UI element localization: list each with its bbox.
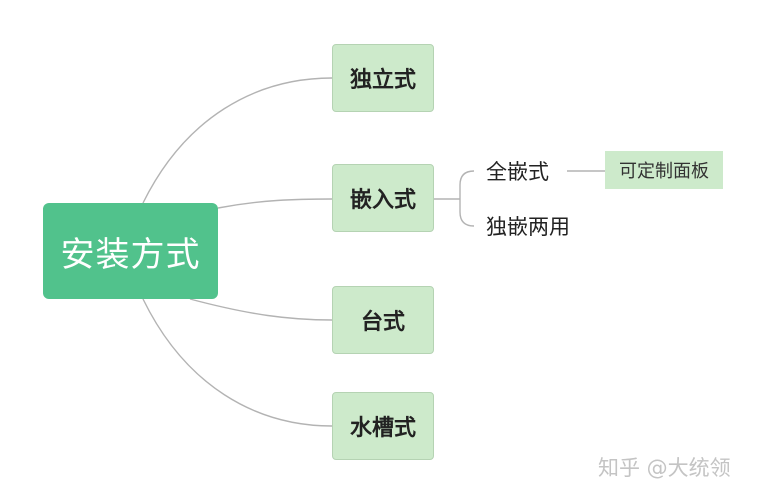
leaf-node-label: 可定制面板 bbox=[619, 161, 709, 182]
sub-node-label: 全嵌式 bbox=[486, 160, 549, 184]
branch-node-embedded: 嵌入式 bbox=[332, 164, 434, 232]
root-node-label: 安装方式 bbox=[60, 234, 201, 275]
sub-node-dual-use: 独嵌两用 bbox=[486, 210, 570, 242]
connector-embedded-bracket bbox=[434, 170, 475, 227]
leaf-node-custom-panel: 可定制面板 bbox=[605, 151, 723, 189]
branch-node-standalone: 独立式 bbox=[332, 44, 434, 112]
branch-node-label: 独立式 bbox=[349, 68, 416, 93]
connector-root-sink bbox=[142, 298, 333, 427]
connector-root-embedded bbox=[217, 198, 333, 209]
sub-node-label: 独嵌两用 bbox=[486, 215, 570, 239]
branch-node-countertop: 台式 bbox=[332, 286, 434, 354]
connector-root-countertop bbox=[189, 298, 333, 321]
root-node-installation-method: 安装方式 bbox=[43, 203, 218, 299]
sub-node-full-embedded: 全嵌式 bbox=[486, 155, 549, 187]
watermark: 知乎 @大统领 bbox=[598, 456, 731, 480]
branch-node-label: 水槽式 bbox=[349, 416, 416, 441]
branch-node-label: 嵌入式 bbox=[349, 188, 416, 213]
branch-node-sink: 水槽式 bbox=[332, 392, 434, 460]
branch-node-label: 台式 bbox=[360, 310, 405, 335]
connector-root-standalone bbox=[142, 77, 333, 204]
